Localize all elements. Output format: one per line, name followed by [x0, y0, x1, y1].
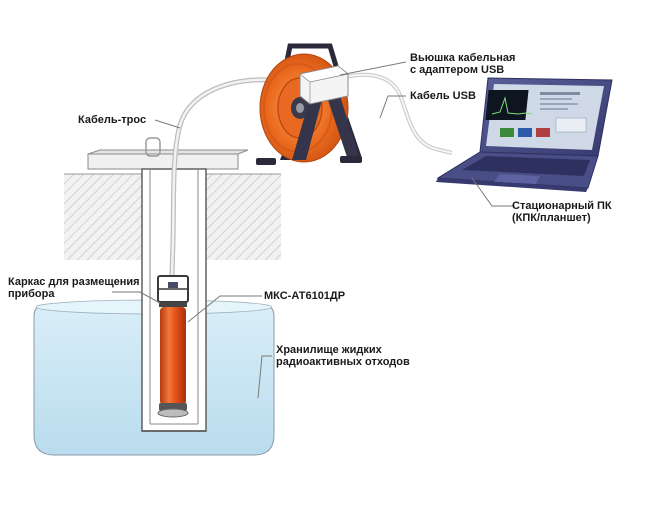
label-cable-rope: Кабель-трос — [78, 114, 147, 126]
label-usb-cable: Кабель USB — [410, 90, 476, 102]
label-pc: Стационарный ПК (КПК/планшет) — [512, 200, 612, 224]
label-cable-reel: Вьюшка кабельная с адаптером USB — [410, 52, 516, 76]
cable-rope — [169, 77, 271, 276]
leader-lines — [112, 61, 515, 399]
label-device: МКС-АТ6101ДР — [264, 290, 346, 302]
ground-section — [64, 173, 281, 260]
label-frame: Каркас для размещения прибора — [8, 276, 140, 300]
shaft-cover — [87, 137, 249, 170]
detector-probe-icon — [157, 275, 189, 418]
laptop-icon — [436, 77, 613, 192]
usb-cable — [329, 72, 453, 155]
label-storage: Хранилище жидких радиоактивных отходов — [276, 344, 410, 368]
cable-reel-icon — [256, 43, 362, 165]
